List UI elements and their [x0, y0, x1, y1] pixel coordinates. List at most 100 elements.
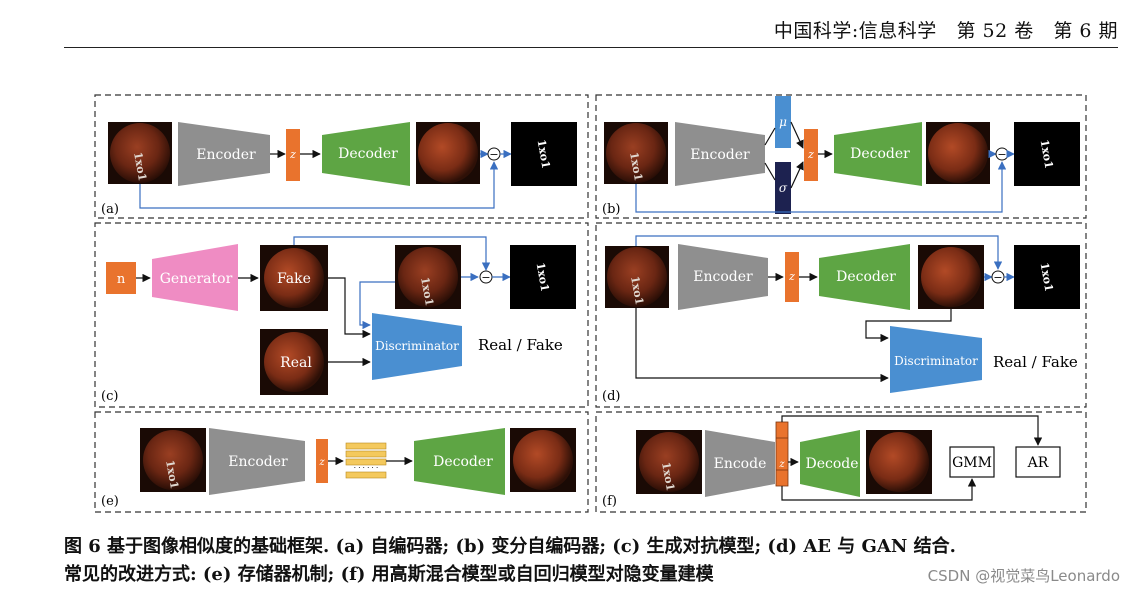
volume-number: 第 52 卷 [956, 20, 1034, 42]
issue-number: 第 6 期 [1053, 20, 1118, 42]
latent-z [286, 129, 300, 181]
svg-text:1xo1: 1xo1 [418, 276, 436, 307]
fake-image [260, 245, 328, 311]
noise-label: n [117, 272, 126, 287]
residual-map: 1xo1 [1014, 122, 1080, 186]
reconstructed-image [510, 428, 576, 492]
real-fake-output: Real / Fake [993, 353, 1078, 371]
svg-text:1xo1: 1xo1 [628, 275, 646, 306]
sigma-label: σ [779, 181, 788, 195]
panel-a-label: (a) [101, 202, 119, 217]
watermark: CSDN @视觉菜鸟Leonardo [927, 567, 1120, 585]
input-image: 1xo1 [140, 428, 206, 492]
real-input-image: 1xo1 [395, 245, 461, 309]
decoder-label: Decoder [338, 146, 398, 162]
panel-e-label: (e) [101, 494, 119, 509]
input-image: 1xo1 [108, 122, 172, 184]
memory-module: · · · · · · [345, 442, 387, 479]
svg-text:Encoder: Encoder [228, 454, 288, 470]
panel-d-label: (d) [602, 389, 620, 404]
ar-label: AR [1027, 455, 1049, 471]
real-fake-output: Real / Fake [478, 336, 563, 354]
svg-text:Decoder: Decoder [433, 454, 493, 470]
panel-f-border [595, 411, 1087, 513]
real-label: Real [280, 355, 312, 371]
svg-text:1xo1: 1xo1 [659, 461, 677, 492]
panel-b: 1xo1 Encoder μ σ z Decoder − 1xo1 (b) [602, 96, 1080, 217]
sigma-block [775, 162, 791, 214]
svg-text:−: − [489, 148, 498, 161]
input-image: 1xo1 [636, 430, 702, 494]
latent-z [785, 252, 799, 302]
mu-label: μ [779, 115, 787, 129]
figure-6: 1xo1 Encoder z Decoder − 1xo1 (a) 1xo1 [94, 94, 1087, 513]
svg-text:Decoder: Decoder [850, 146, 910, 162]
svg-text:Discriminator: Discriminator [894, 354, 978, 368]
fake-label: Fake [277, 271, 311, 287]
encoder-block [705, 430, 775, 497]
panel-b-border [595, 94, 1087, 219]
panel-f: 1xo1 Encode z Decode GMM AR (f) [602, 415, 1061, 509]
panel-c-border [94, 222, 589, 408]
decoder-f-label: Decode [805, 456, 858, 472]
gmm-box [949, 446, 995, 478]
encoder-block [678, 244, 768, 310]
panel-e-border [94, 411, 589, 513]
reconstructed-image [866, 430, 932, 494]
journal-name: 中国科学:信息科学 [773, 20, 937, 42]
latent-z [775, 421, 789, 487]
panel-c-label: (c) [101, 389, 118, 404]
discriminator-block [372, 313, 462, 380]
panel-a-border [94, 94, 589, 219]
svg-text:z: z [778, 459, 785, 470]
encoder-block [209, 428, 305, 495]
svg-text:Decoder: Decoder [836, 269, 896, 285]
panel-d: 1xo1 Encoder z Decoder − 1xo1 Discrimina… [602, 235, 1080, 404]
latent-z-label: z [289, 148, 296, 161]
panel-borders [94, 94, 1087, 513]
svg-text:1xo1: 1xo1 [1038, 262, 1056, 293]
svg-text:1xo1: 1xo1 [1038, 139, 1056, 170]
caption-line-2: 常见的改进方式: (e) 存储器机制; (f) 用高斯混合模型或自回归模型对隐变… [64, 564, 714, 585]
decoder-block [414, 428, 505, 495]
svg-text:1xo1: 1xo1 [534, 262, 552, 293]
reconstructed-image [416, 122, 480, 184]
residual-map: 1xo1 [510, 245, 576, 309]
svg-text:−: − [997, 148, 1006, 161]
panel-e: 1xo1 Encoder z · · · · · · Decoder (e) [101, 428, 576, 509]
decoder-block [819, 244, 910, 310]
anomaly-text: 1xo1 [131, 151, 149, 182]
decoder-block [834, 122, 922, 186]
svg-text:z: z [318, 457, 325, 468]
svg-text:1xo1: 1xo1 [163, 459, 181, 490]
svg-text:1xo1: 1xo1 [627, 151, 645, 182]
panel-c: n Generator Fake 1xo1 − 1xo1 Discriminat… [101, 236, 576, 404]
reconstructed-image [926, 122, 990, 184]
panel-b-label: (b) [602, 202, 620, 217]
figure-caption: 图 6 基于图像相似度的基础框架. (a) 自编码器; (b) 变分自编码器; … [64, 533, 956, 589]
noise-n [106, 262, 136, 294]
caption-line-1: 图 6 基于图像相似度的基础框架. (a) 自编码器; (b) 变分自编码器; … [64, 536, 956, 557]
mu-block [775, 96, 791, 148]
real-image [260, 329, 328, 395]
ar-box [1015, 446, 1061, 478]
gmm-label: GMM [952, 455, 992, 471]
svg-text:Encoder: Encoder [693, 269, 753, 285]
residual-map: 1xo1 [511, 122, 577, 186]
svg-text:Encoder: Encoder [690, 147, 750, 163]
svg-text:1xo1: 1xo1 [535, 139, 553, 170]
svg-text:z: z [788, 270, 795, 283]
discriminator-label: Discriminator [375, 339, 459, 353]
svg-text:−: − [481, 271, 490, 284]
running-header: 中国科学:信息科学 第 52 卷 第 6 期 [774, 16, 1118, 43]
generator-label: Generator [160, 271, 233, 287]
input-image: 1xo1 [604, 122, 668, 184]
memory-dots: · · · · · · [354, 464, 378, 472]
decoder-block [800, 430, 860, 497]
panel-a: 1xo1 Encoder z Decoder − 1xo1 (a) [101, 122, 577, 217]
generator-block [152, 244, 238, 311]
latent-z [316, 439, 328, 483]
residual-map: 1xo1 [1014, 245, 1080, 309]
panel-d-border [595, 222, 1087, 408]
encoder-block [675, 122, 765, 186]
